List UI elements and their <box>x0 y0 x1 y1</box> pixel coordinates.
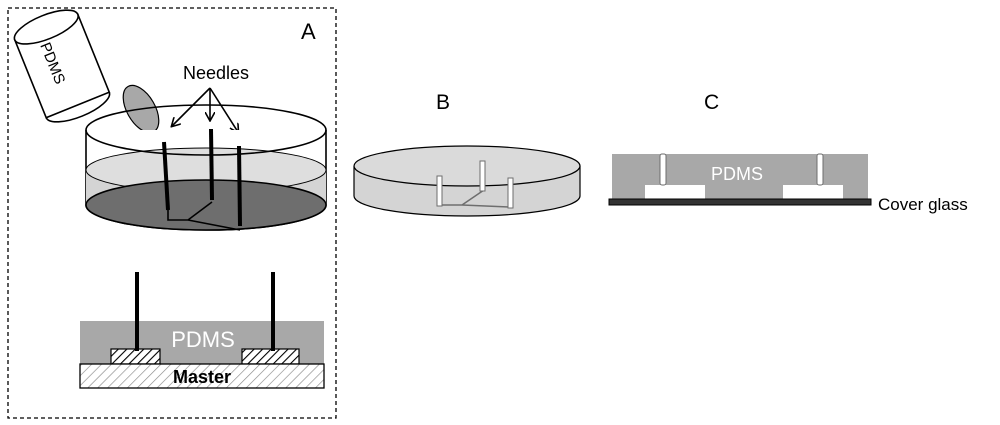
petri-dish <box>85 104 327 231</box>
pdms-pour-cup <box>13 9 111 123</box>
cover-glass-label: Cover glass <box>878 195 968 214</box>
master-feature-right <box>241 348 300 365</box>
dish-base <box>85 179 327 231</box>
needle <box>162 141 170 211</box>
port-hole <box>659 153 667 186</box>
panel-c: C PDMS Cover glass <box>608 91 968 214</box>
channel-line <box>440 189 511 208</box>
pdms-disk <box>353 145 581 217</box>
cross-section-a: PDMS Master <box>79 272 325 389</box>
port-hole <box>816 153 824 186</box>
panel-b-letter: B <box>436 91 450 114</box>
master-label: Master <box>173 367 231 387</box>
channel-right <box>783 185 843 199</box>
panel-c-letter: C <box>704 91 719 114</box>
needle-hole <box>507 177 514 209</box>
pdms-label-c: PDMS <box>711 164 763 184</box>
panel-a-frame <box>7 7 337 419</box>
needle <box>209 128 214 201</box>
needle <box>237 145 242 227</box>
channel-left <box>645 185 705 199</box>
needle-hole <box>436 175 443 207</box>
channel-line <box>167 201 241 231</box>
needle-arrows <box>172 87 238 132</box>
needles-label: Needles <box>183 63 249 83</box>
panel-a-letter: A <box>301 19 316 44</box>
needle-hole <box>479 160 486 192</box>
panel-a: A PDMS Needles <box>7 7 337 419</box>
cover-glass <box>608 198 872 206</box>
pdms-label-a: PDMS <box>171 327 235 352</box>
panel-b: B <box>353 91 581 217</box>
master-feature-left <box>110 348 161 365</box>
master-substrate <box>79 363 325 389</box>
